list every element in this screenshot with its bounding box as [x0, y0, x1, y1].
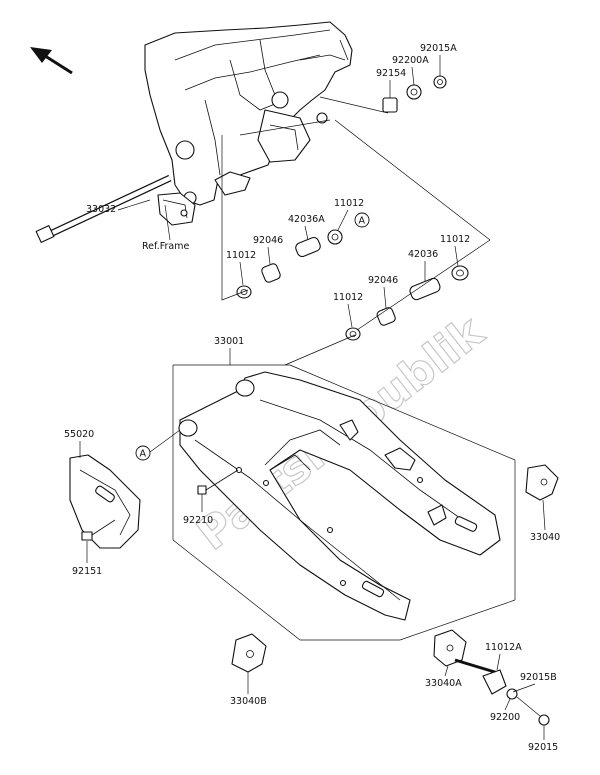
bearing-group-left — [236, 229, 343, 299]
label-33001: 33001 — [214, 336, 244, 347]
label-42036A: 42036A — [288, 214, 325, 225]
bearing-group-right — [345, 265, 469, 341]
label-33032: 33032 — [86, 204, 116, 215]
label-ref-frame: Ref.Frame — [142, 241, 189, 252]
front-direction-arrow-icon — [30, 47, 73, 75]
adjuster-plate-33040 — [525, 464, 559, 501]
callout-a-top: A — [354, 212, 370, 228]
label-92200A: 92200A — [392, 55, 429, 66]
label-55020: 55020 — [64, 429, 94, 440]
label-33040: 33040 — [530, 532, 560, 543]
chain-guard-55020 — [69, 454, 141, 549]
label-33040A: 33040A — [425, 678, 462, 689]
label-11012-b: 11012 — [226, 250, 256, 261]
label-11012-d: 11012 — [333, 292, 363, 303]
label-33040B: 33040B — [230, 696, 267, 707]
adjuster-33040A — [433, 629, 550, 726]
label-92046-a: 92046 — [253, 235, 283, 246]
label-11012A: 11012A — [485, 642, 522, 653]
label-11012-a: 11012 — [334, 198, 364, 209]
adjuster-plate-33040B — [231, 633, 267, 673]
label-92015: 92015 — [528, 742, 558, 753]
label-92210: 92210 — [183, 515, 213, 526]
small-parts-upper-right — [319, 75, 447, 114]
swingarm-33001 — [178, 371, 501, 621]
label-92200: 92200 — [490, 712, 520, 723]
svg-text:A: A — [359, 216, 366, 227]
label-92151: 92151 — [72, 566, 102, 577]
label-11012-c: 11012 — [440, 234, 470, 245]
pivot-shaft-33032 — [35, 174, 172, 243]
label-92015B: 92015B — [520, 672, 557, 683]
label-92015A: 92015A — [420, 43, 457, 54]
small-fasteners — [81, 469, 239, 541]
label-leaders — [79, 55, 546, 740]
label-42036: 42036 — [408, 249, 438, 260]
svg-text:A: A — [140, 449, 147, 460]
callout-a-left: A — [135, 445, 151, 461]
label-92046-b: 92046 — [368, 275, 398, 286]
label-92154: 92154 — [376, 68, 406, 79]
frame-illustration — [144, 21, 353, 226]
reference-lines — [149, 119, 516, 641]
